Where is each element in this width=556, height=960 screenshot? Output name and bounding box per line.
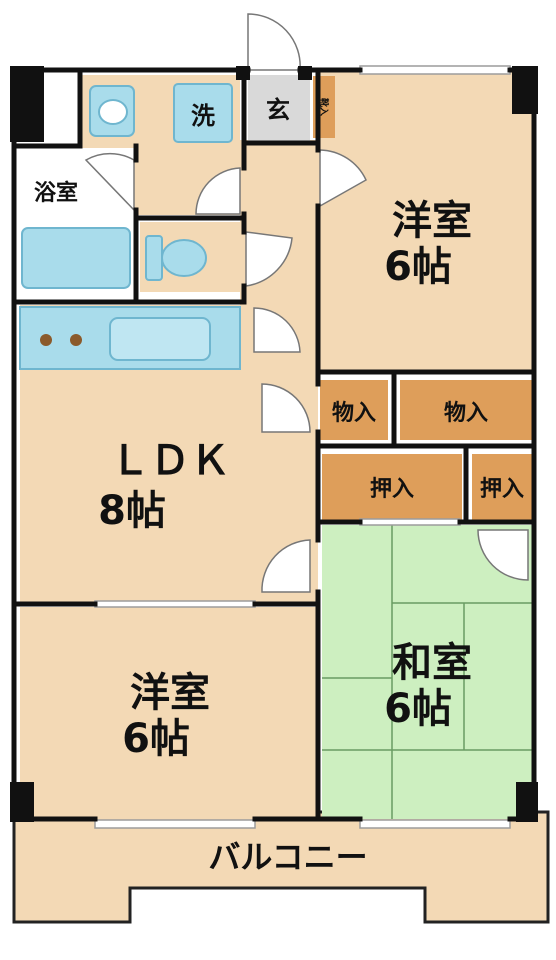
western-room-2-size: 6帖 <box>122 716 190 762</box>
western-room-2-name: 洋室 <box>130 670 210 716</box>
wash-basin-bowl <box>98 99 128 125</box>
ldk-name: ＬＤＫ <box>110 438 230 484</box>
japanese-room-size: 6帖 <box>384 686 452 732</box>
shoe-closet-label: 靴入 <box>318 98 330 116</box>
genkan-label: 玄 <box>266 96 290 124</box>
room-labels: 玄 浴室 洋室 6帖 ＬＤＫ 8帖 洋室 6帖 和室 6帖 <box>34 86 472 762</box>
stove-burner-1 <box>40 334 52 346</box>
entry-door-swing <box>247 13 301 71</box>
japanese-room-name: 和室 <box>392 640 472 686</box>
toilet-door-swing-arc <box>245 231 293 287</box>
toilet-tank <box>145 235 163 281</box>
tatami-lines <box>322 525 532 819</box>
genkan-label-bg <box>256 86 300 128</box>
bathtub <box>21 227 131 289</box>
window-japanese <box>359 819 511 829</box>
storage-1 <box>320 380 388 440</box>
door-swings <box>84 13 529 593</box>
window-western-1 <box>359 65 511 75</box>
closet-2 <box>472 454 532 520</box>
western-room-1-size: 6帖 <box>384 244 452 290</box>
fixtures: 洗 <box>19 83 241 370</box>
hall-to-western-door-swing <box>319 149 367 208</box>
storage-2-label: 物入 <box>444 400 488 426</box>
balcony: バルコニー <box>12 810 550 924</box>
window-western-2 <box>94 819 256 829</box>
stove-burner-2 <box>70 334 82 346</box>
western-2-door-swing <box>261 539 311 593</box>
closet-door-swing-arc <box>477 529 529 581</box>
pillars <box>10 66 538 822</box>
bath-door-swing <box>84 152 135 212</box>
washing-machine-pan <box>173 83 233 143</box>
closet-2-label: 押入 <box>480 476 524 502</box>
storage-units: 靴入 物入 物入 押入 押入 <box>313 76 532 520</box>
window-japanese-partition <box>359 518 461 526</box>
japanese-room-floor <box>322 525 532 819</box>
closet-1-label: 押入 <box>370 476 414 502</box>
washroom-door-swing <box>195 167 241 215</box>
toilet-bowl <box>161 239 207 277</box>
bath-label: 浴室 <box>34 180 78 206</box>
western-room-1-floor <box>320 72 532 372</box>
window-ldk-partition <box>94 600 256 608</box>
balcony-floor <box>12 810 550 924</box>
storage-1-label: 物入 <box>332 400 376 426</box>
ldk-size: 8帖 <box>98 488 166 534</box>
western-room-2-floor <box>20 607 318 819</box>
kitchen-door-swing <box>253 307 301 353</box>
wash-label: 洗 <box>191 102 215 130</box>
walls <box>11 67 537 822</box>
closet-1 <box>322 454 462 520</box>
ldk-door-swing <box>261 383 311 433</box>
western-room-1-name: 洋室 <box>392 198 472 244</box>
kitchen-sink <box>109 317 211 361</box>
balcony-label: バルコニー <box>208 838 367 876</box>
storage-2 <box>400 380 532 440</box>
